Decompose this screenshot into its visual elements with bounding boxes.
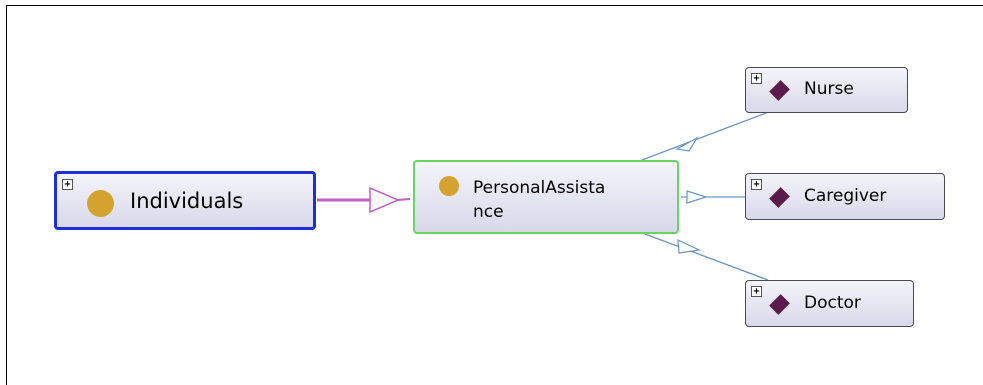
expand-plus-icon[interactable] (751, 179, 762, 190)
graph-canvas (6, 5, 983, 385)
individual-diamond-icon (769, 294, 790, 315)
edge-personal-doctor (644, 233, 769, 281)
node-label: PersonalAssista nce (473, 176, 605, 224)
node-label: Nurse (804, 79, 854, 99)
node-personal-assistance[interactable]: PersonalAssista nce (413, 160, 679, 234)
node-label-line: nce (473, 202, 504, 222)
expand-plus-icon[interactable] (751, 286, 762, 297)
edge-personal-caregiver (681, 190, 745, 204)
individual-diamond-icon (769, 187, 790, 208)
node-label: Individuals (130, 189, 244, 213)
expand-plus-icon[interactable] (62, 179, 73, 190)
node-caregiver[interactable]: Caregiver (745, 173, 945, 220)
class-dot-icon (87, 190, 114, 217)
class-dot-icon (439, 176, 459, 196)
individual-diamond-icon (769, 80, 790, 101)
node-label: Caregiver (804, 186, 887, 206)
node-label: Doctor (804, 293, 861, 313)
node-individuals[interactable]: Individuals (54, 171, 316, 230)
node-doctor[interactable]: Doctor (745, 280, 914, 327)
node-label-line: PersonalAssista (473, 178, 606, 198)
expand-plus-icon[interactable] (751, 73, 762, 84)
node-nurse[interactable]: Nurse (745, 67, 908, 113)
edge-individuals-personal (317, 186, 411, 214)
edge-personal-nurse (641, 112, 767, 161)
